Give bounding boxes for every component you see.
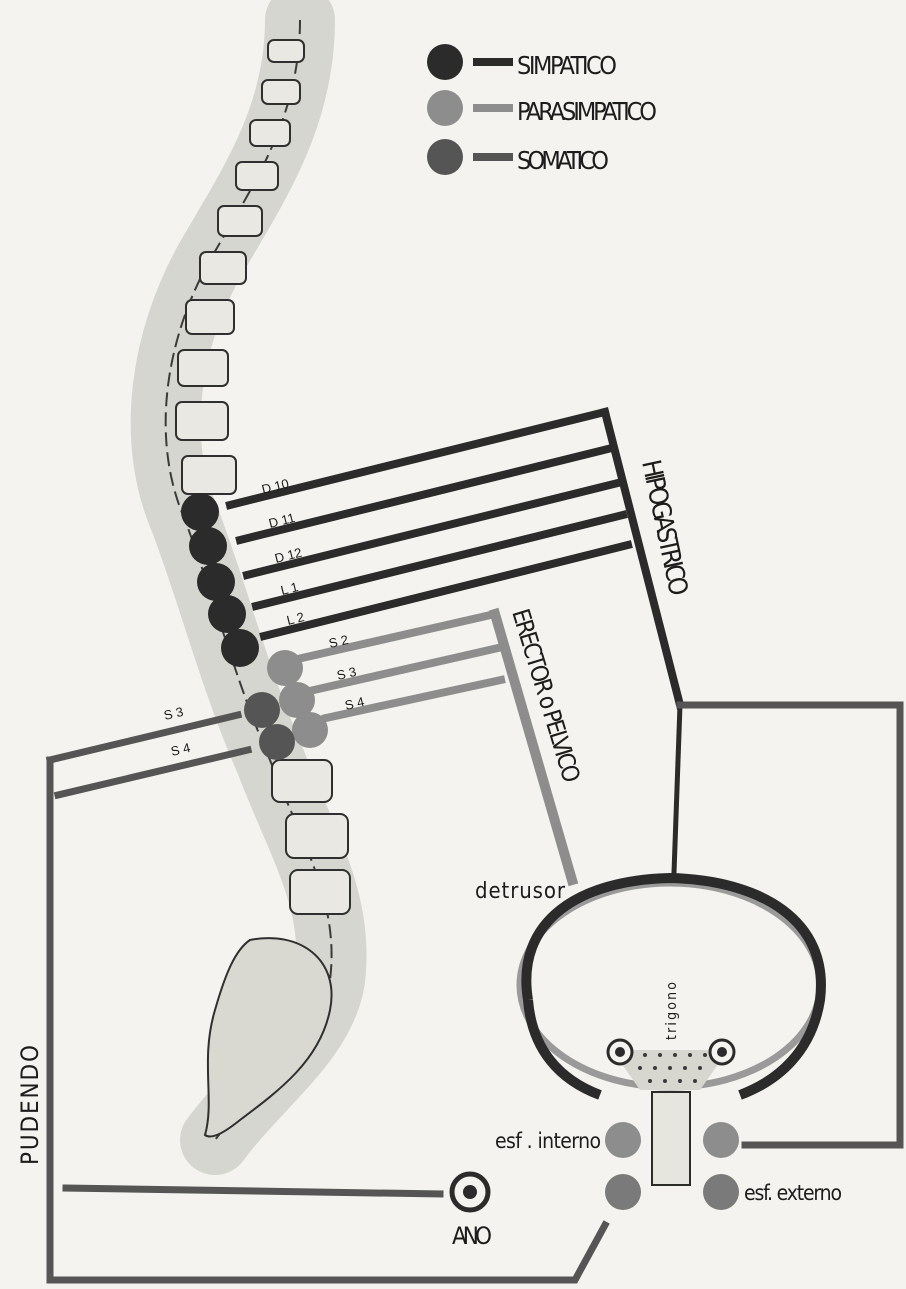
internal-sphincter-left xyxy=(605,1122,641,1158)
legend-parasympathetic-dot xyxy=(427,90,463,126)
internal-sphincter-right xyxy=(703,1122,739,1158)
legend: SIMPATICO PARASIMPATICO SOMATICO xyxy=(427,44,657,175)
vertebra xyxy=(176,402,228,440)
vertebra xyxy=(272,760,332,802)
vertebra xyxy=(218,206,262,236)
legend-sympathetic-swatch xyxy=(473,58,513,66)
somatic-fiber-s4 xyxy=(58,750,248,795)
vertebra xyxy=(236,162,278,190)
legend-sympathetic-dot xyxy=(427,44,463,80)
root-s3-som xyxy=(244,692,280,728)
pudendal-label: PUDENDO xyxy=(16,1045,44,1165)
vertebra xyxy=(178,350,228,386)
vertebra xyxy=(250,120,290,146)
root-d10 xyxy=(181,493,219,531)
legend-parasympathetic-swatch xyxy=(473,104,513,112)
external-sphincter-label: esf. externo xyxy=(744,1181,842,1205)
ureter-orifice-left-core xyxy=(615,1047,625,1057)
external-sphincter-left xyxy=(605,1174,641,1210)
vertebra xyxy=(268,40,304,62)
external-sphincter-right xyxy=(703,1174,739,1210)
vertebra xyxy=(200,252,246,284)
vertebra xyxy=(262,80,300,104)
vertebra xyxy=(182,456,236,494)
spine-illustration xyxy=(166,20,350,1140)
ureter-orifice-right-core xyxy=(717,1047,727,1057)
vertebra xyxy=(186,300,234,334)
anus-label: ANO xyxy=(452,1222,492,1250)
vertebra xyxy=(290,870,350,914)
vertebra xyxy=(286,814,348,858)
anus xyxy=(452,1174,488,1210)
pudendal-to-anus xyxy=(66,1188,440,1194)
root-s4-som xyxy=(259,724,295,760)
legend-parasympathetic-label: PARASIMPATICO xyxy=(517,97,657,126)
level-label-s3-som: S 3 xyxy=(162,704,184,723)
legend-sympathetic-label: SIMPATICO xyxy=(517,51,617,80)
sympathetic-fiber-d11 xyxy=(240,448,612,540)
detrusor-label: detrusor xyxy=(475,879,566,904)
somatic-fiber-s3 xyxy=(50,715,238,760)
root-l2 xyxy=(221,629,259,667)
legend-somatic-label: SOMATICO xyxy=(517,146,609,175)
root-l1 xyxy=(208,595,246,633)
level-label-s4-som: S 4 xyxy=(169,740,191,759)
root-d11 xyxy=(189,527,227,565)
legend-somatic-dot xyxy=(427,139,463,175)
legend-somatic-swatch xyxy=(473,153,513,161)
anus-core xyxy=(463,1185,477,1199)
internal-sphincter-label: esf . interno xyxy=(495,1129,601,1153)
urethra xyxy=(652,1092,690,1185)
